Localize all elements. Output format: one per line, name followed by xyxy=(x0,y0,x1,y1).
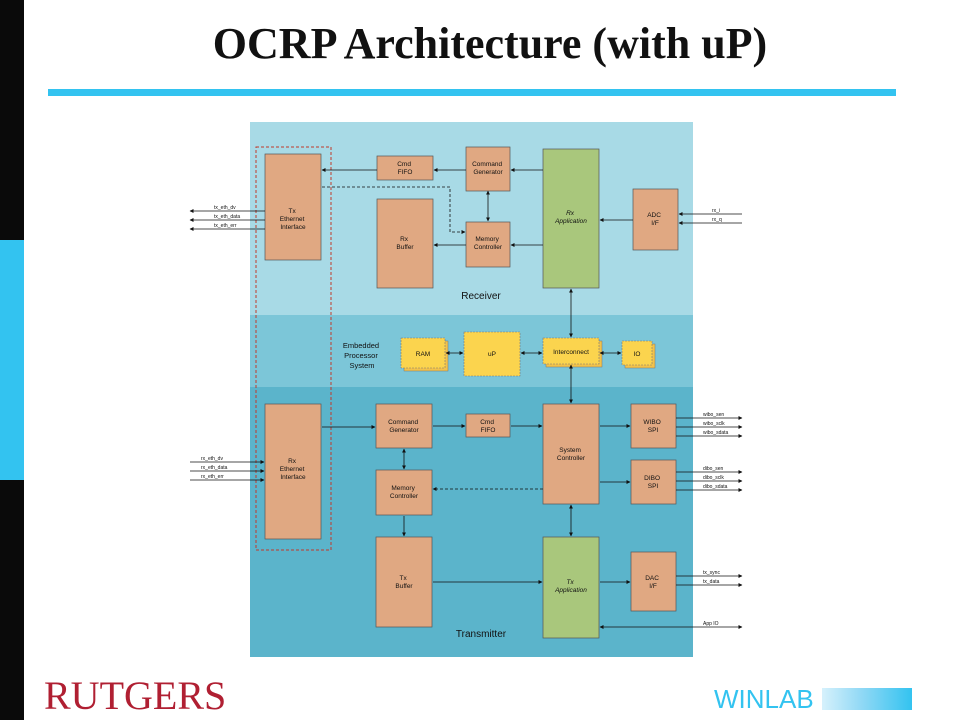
rx-ethernet-interface-label: Rx Ethernet Interface xyxy=(280,458,306,481)
interconnect-block xyxy=(542,337,600,365)
adc-if-label: ADC I/F xyxy=(647,212,663,227)
signal-app-io: App IO xyxy=(703,621,719,627)
dac-if-label: DAC I/F xyxy=(645,575,661,590)
signal-rx-eth-err: rx_eth_err xyxy=(201,474,224,480)
command-generator-rx-label: Command Generator xyxy=(472,161,504,176)
up-label: uP xyxy=(488,351,496,358)
signal-labels: tx_eth_dv tx_eth_data tx_eth_err rx_eth_… xyxy=(201,205,729,627)
wibo-spi-label: WIBO SPI xyxy=(643,419,662,434)
signal-dibo-sen: dibo_sen xyxy=(703,466,724,472)
tx-application-block xyxy=(542,536,600,639)
cmd-fifo-tx-label: Cmd FIFO xyxy=(480,419,496,434)
signal-wibo-sen: wibo_sen xyxy=(703,412,724,418)
winlab-logo-gradient xyxy=(822,688,912,710)
command-generator-tx-block xyxy=(375,403,433,449)
cmd-fifo-tx-block xyxy=(465,413,511,438)
signal-wibo-sclk: wibo_sclk xyxy=(703,421,725,427)
rutgers-logo: RUTGERS xyxy=(44,673,227,718)
rx-buffer-label: Rx Buffer xyxy=(396,236,414,251)
signal-rx-eth-dv: rx_eth_dv xyxy=(201,456,223,462)
cmd-fifo-rx-block xyxy=(376,155,434,181)
signal-tx-sync: tx_sync xyxy=(703,570,720,576)
signal-tx-eth-dv: tx_eth_dv xyxy=(214,205,236,211)
system-controller-label: System Controller xyxy=(557,447,586,462)
tx-buffer-block xyxy=(375,536,433,628)
wibo-spi-block xyxy=(630,403,677,449)
command-generator-rx-block xyxy=(465,146,511,192)
adc-if-block xyxy=(632,188,679,251)
left-accent-bar xyxy=(0,240,24,480)
up-block xyxy=(463,331,521,377)
tx-buffer-label: Tx Buffer xyxy=(395,575,413,590)
memory-controller-rx-label: Memory Controller xyxy=(474,236,503,251)
rx-buffer-block xyxy=(376,198,434,289)
signal-dibo-sclk: dibo_sclk xyxy=(703,475,724,481)
tx-application-label: Tx Application xyxy=(554,579,587,594)
dac-if-block xyxy=(630,551,677,612)
ethernet-group-outline xyxy=(255,146,332,551)
title-underline xyxy=(48,89,896,96)
rx-application-block xyxy=(542,148,600,289)
signal-tx-eth-data: tx_eth_data xyxy=(214,214,240,220)
command-generator-tx-label: Command Generator xyxy=(388,419,420,434)
signal-tx-eth-err: tx_eth_err xyxy=(214,223,237,229)
ram-label: RAM xyxy=(416,351,430,358)
interconnect-label: Interconnect xyxy=(553,349,589,356)
embedded-processor-label: Embedded Processor System xyxy=(343,341,381,370)
connection-arrows xyxy=(189,168,743,629)
signal-tx-data: tx_data xyxy=(703,579,720,585)
dibo-spi-label: DIBO SPI xyxy=(644,475,662,490)
memory-controller-tx-block xyxy=(375,469,433,516)
tx-ethernet-interface-block xyxy=(264,153,322,261)
rx-application-label: Rx Application xyxy=(554,210,587,225)
signal-rx-i: rx_i xyxy=(712,208,720,214)
memory-controller-rx-block xyxy=(465,221,511,268)
rx-ethernet-interface-block xyxy=(264,403,322,540)
memory-controller-tx-label: Memory Controller xyxy=(390,485,419,500)
io-label: IO xyxy=(634,351,641,358)
winlab-logo: WINLAB xyxy=(714,684,814,714)
signal-rx-eth-data: rx_eth_data xyxy=(201,465,228,471)
signal-wibo-sdata: wibo_sdata xyxy=(703,430,729,436)
ram-block xyxy=(400,337,446,369)
system-controller-block xyxy=(542,403,600,505)
cmd-fifo-rx-label: Cmd FIFO xyxy=(397,161,413,176)
slide-title: OCRP Architecture (with uP) xyxy=(212,19,768,68)
signal-rx-q: rx_q xyxy=(712,217,722,223)
io-block xyxy=(621,340,653,366)
dibo-spi-block xyxy=(630,459,677,505)
signal-dibo-sdata: dibo_sdata xyxy=(703,484,728,490)
transmitter-label: Transmitter xyxy=(456,629,507,640)
receiver-label: Receiver xyxy=(461,291,501,302)
tx-ethernet-interface-label: Tx Ethernet Interface xyxy=(280,208,306,231)
